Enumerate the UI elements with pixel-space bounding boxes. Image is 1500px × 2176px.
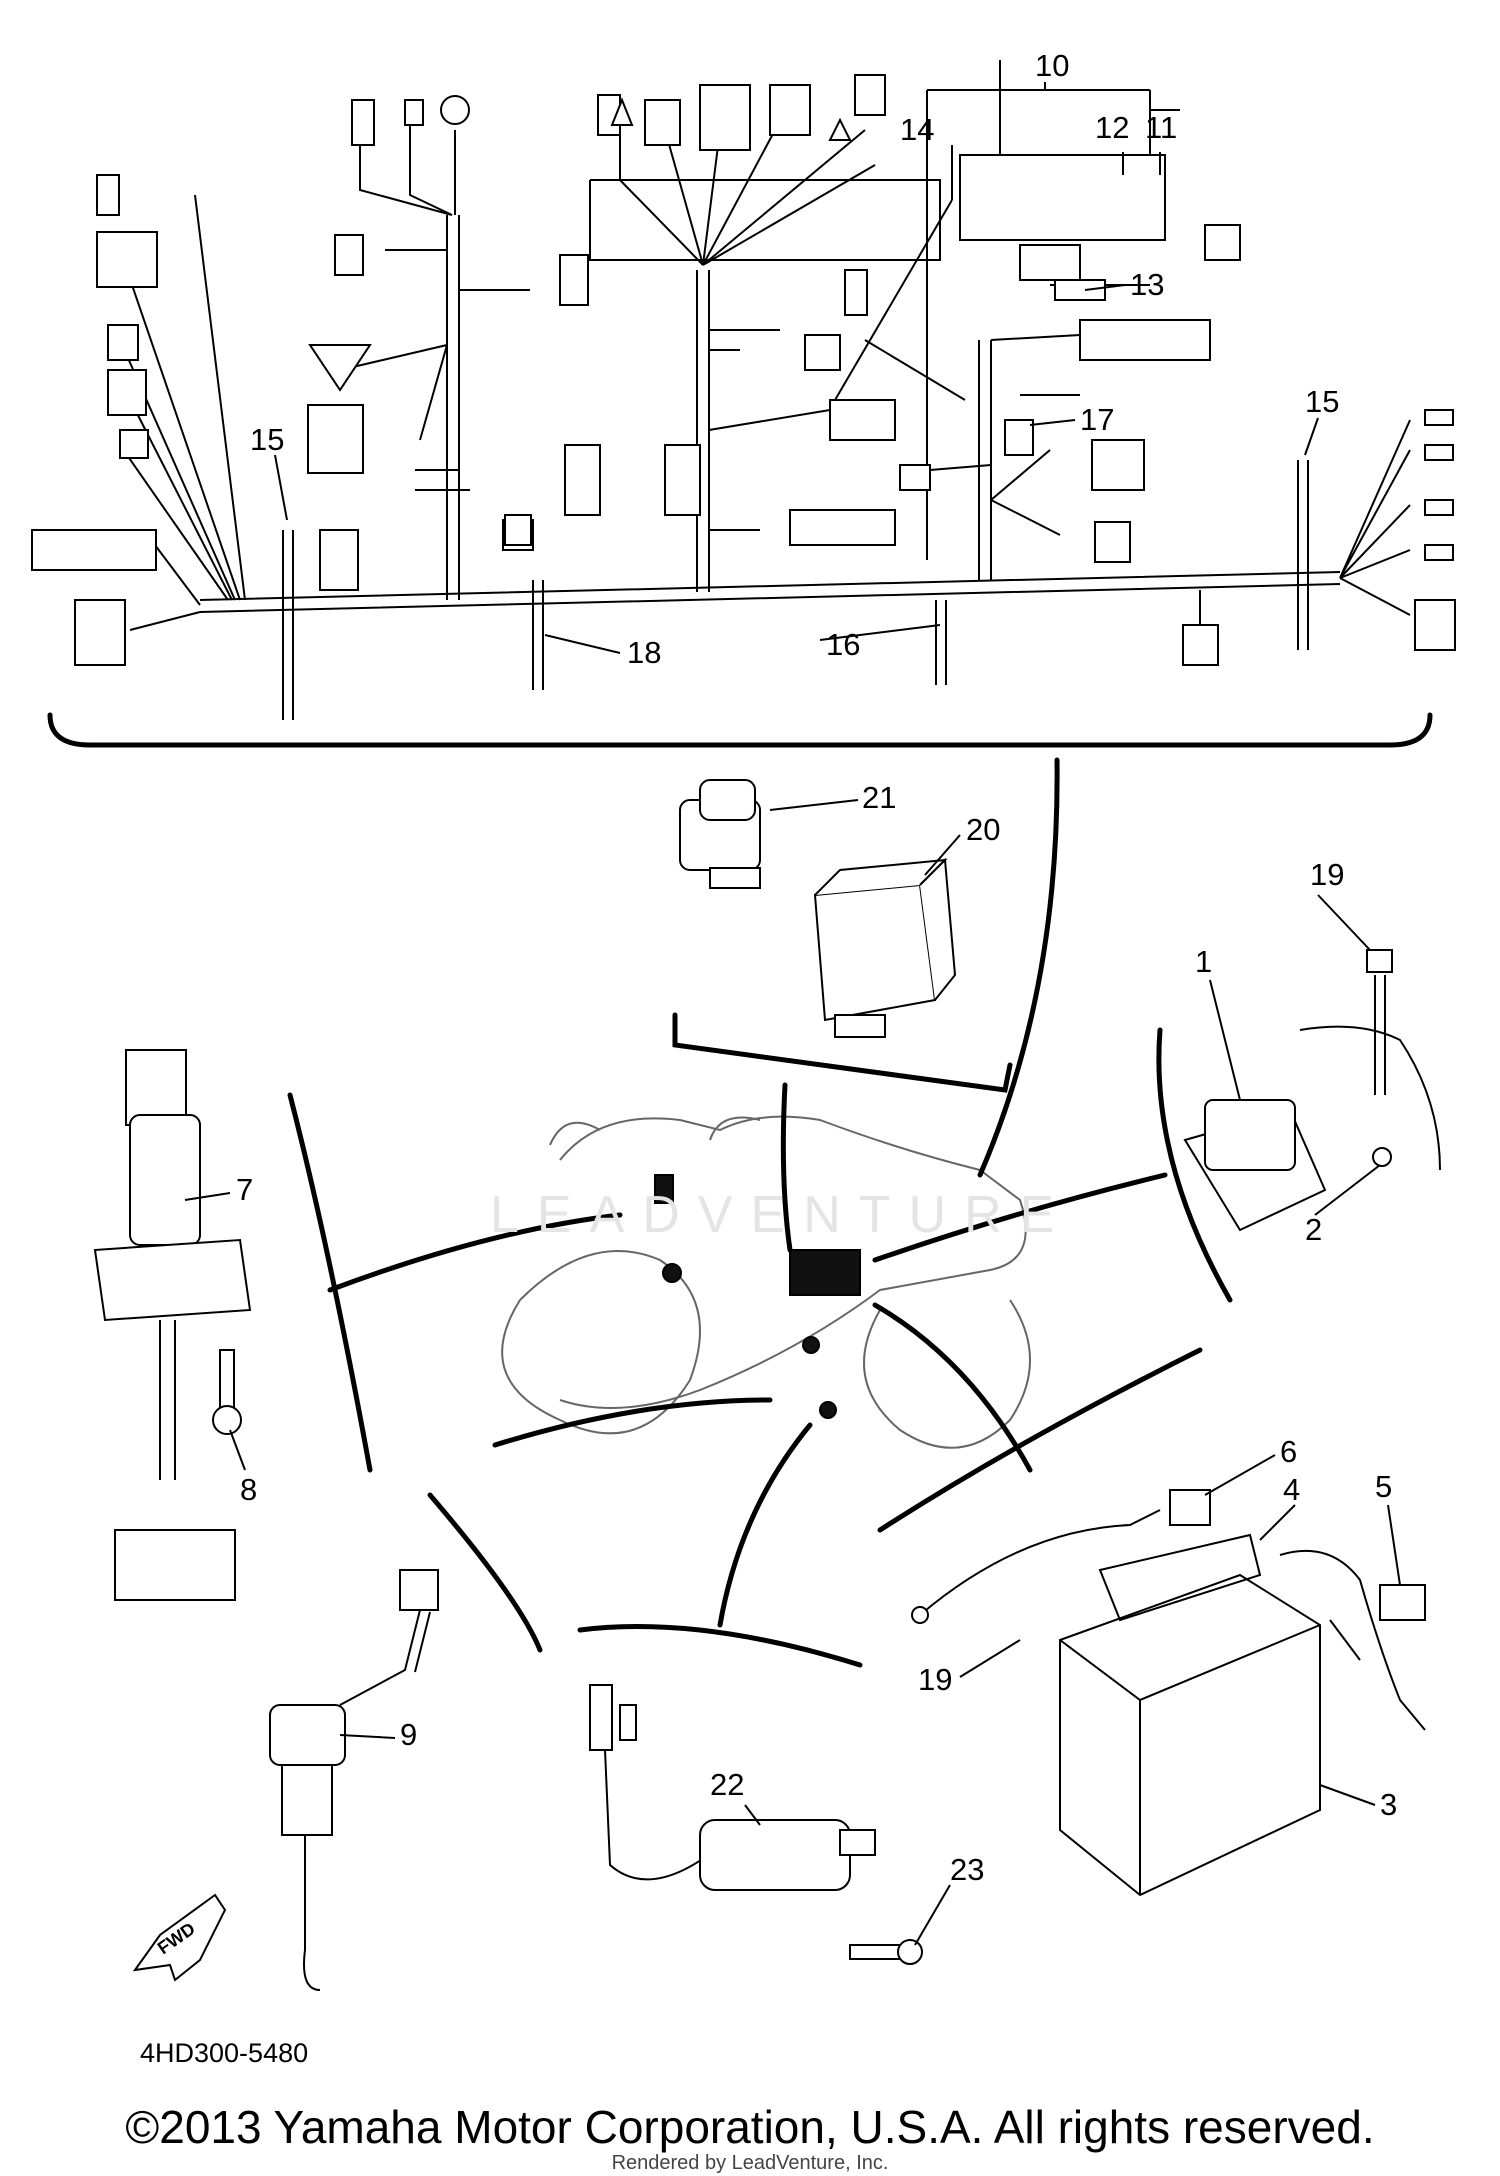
callout-21: 21 xyxy=(862,780,896,815)
callout-14: 14 xyxy=(900,112,934,147)
catalog-code: 4HD300-5480 xyxy=(140,2038,309,2068)
lead-wire-part-19 xyxy=(1299,1025,1441,1171)
harness-bracket xyxy=(47,712,1433,748)
leader-arrows xyxy=(327,757,1168,1628)
callout-2: 2 xyxy=(1305,1212,1322,1247)
callout-22: 22 xyxy=(710,1767,744,1802)
callout-9: 9 xyxy=(400,1717,417,1752)
callout-20: 20 xyxy=(966,812,1000,847)
watermark: LEADVENTURE xyxy=(490,1186,1073,1244)
callout-10: 10 xyxy=(1035,48,1069,83)
starter-relay-part-1 xyxy=(1183,1099,1392,1232)
control-unit-part-20 xyxy=(813,857,957,1038)
component-part-22 xyxy=(589,1684,876,1891)
harness-connectors xyxy=(31,74,1456,666)
group-brackets xyxy=(287,1012,1233,1668)
callout-19-lower: 19 xyxy=(918,1662,952,1697)
rendered-by-notice: Rendered by LeadVenture, Inc. xyxy=(611,2152,889,2174)
callout-11: 11 xyxy=(1145,110,1177,145)
band-part-19 xyxy=(1374,975,1386,1095)
wire-harness xyxy=(119,60,1411,720)
callout-16: 16 xyxy=(826,627,860,662)
callout-leaders xyxy=(184,82,1401,1946)
callout-5: 5 xyxy=(1375,1469,1392,1504)
callout-15-right: 15 xyxy=(1305,384,1339,419)
callout-13: 13 xyxy=(1130,267,1164,302)
callout-8: 8 xyxy=(240,1472,257,1507)
callout-23: 23 xyxy=(950,1852,984,1887)
callout-3: 3 xyxy=(1380,1787,1397,1822)
callout-1: 1 xyxy=(1195,944,1212,979)
bolt-part-23 xyxy=(849,1939,923,1965)
callout-15: 15 xyxy=(250,422,284,457)
callout-12: 12 xyxy=(1095,110,1129,145)
motorcycle-outline xyxy=(501,1115,1031,1449)
callout-7: 7 xyxy=(236,1172,253,1207)
sensor-part-9 xyxy=(269,1569,439,1991)
callout-4: 4 xyxy=(1283,1472,1300,1507)
relay-part-21 xyxy=(679,779,761,889)
main-switch-part-7 xyxy=(93,1049,252,1601)
screw-part-8 xyxy=(212,1349,242,1435)
battery-part-3 xyxy=(1059,1533,1321,1897)
callout-labels: 10 14 12 11 13 15 17 15 18 16 21 20 19 1… xyxy=(236,48,1397,1887)
callout-17: 17 xyxy=(1080,402,1114,437)
callout-6: 6 xyxy=(1280,1434,1297,1469)
callout-18: 18 xyxy=(627,635,661,670)
callout-19: 19 xyxy=(1310,857,1344,892)
forward-direction-arrow: FWD xyxy=(132,1893,227,1982)
copyright-notice: ©2013 Yamaha Motor Corporation, U.S.A. A… xyxy=(125,2101,1375,2153)
battery-leads xyxy=(919,1509,1426,1731)
